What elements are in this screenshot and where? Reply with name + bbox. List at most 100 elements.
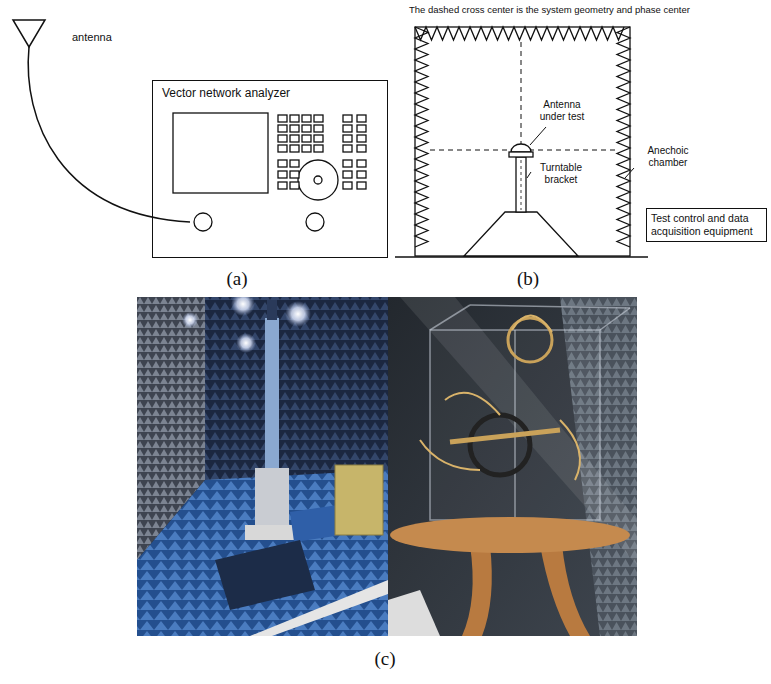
drawing-part xyxy=(527,172,531,178)
drawing-part xyxy=(357,160,366,167)
equipment-box: Test control and data acquisition equipm… xyxy=(646,208,767,242)
drawing-part xyxy=(302,115,311,122)
drawing-part xyxy=(137,297,388,636)
drawing-part xyxy=(182,312,198,328)
drawing-part xyxy=(298,160,338,200)
drawing-part xyxy=(13,20,45,47)
drawing-part xyxy=(285,301,311,327)
drawing-part xyxy=(302,135,311,142)
drawing-part xyxy=(278,160,287,167)
drawing-part xyxy=(521,160,522,210)
drawing-part xyxy=(278,125,287,132)
drawing-part xyxy=(28,47,190,222)
drawing-part xyxy=(430,305,470,330)
drawing-part xyxy=(343,171,352,178)
drawing-part xyxy=(245,525,300,540)
drawing-part xyxy=(314,135,323,142)
drawing-part xyxy=(290,160,299,167)
drawing-part xyxy=(530,127,546,145)
drawing-part xyxy=(343,145,352,152)
drawing-part xyxy=(290,505,342,542)
drawing-part xyxy=(278,182,287,189)
drawing-part xyxy=(255,468,289,528)
drawing-part xyxy=(306,213,324,231)
note-text: The dashed cross center is the system ge… xyxy=(409,4,767,15)
drawing-part xyxy=(470,415,530,475)
analyzer-panel xyxy=(173,113,366,231)
drawing-part xyxy=(430,330,600,520)
drawing-part xyxy=(430,305,630,520)
drawing-part xyxy=(314,115,323,122)
drawing-part xyxy=(388,297,637,636)
drawing-part xyxy=(509,152,533,157)
antenna-under-test xyxy=(509,144,533,157)
drawing-part xyxy=(194,213,212,231)
drawing-part xyxy=(314,125,323,132)
part-label: Anechoic chamber xyxy=(636,145,700,169)
node-text: Vector network analyzer xyxy=(162,86,378,101)
drawing-part xyxy=(343,135,352,142)
drawing-part xyxy=(290,135,299,142)
drawing-part xyxy=(390,517,630,553)
drawing-part xyxy=(516,157,526,212)
drawing-part xyxy=(265,318,279,478)
drawing-part xyxy=(290,115,299,122)
part-label: Antenna under test xyxy=(531,99,593,123)
antenna-symbol xyxy=(13,20,190,222)
panel-label: (a) xyxy=(212,268,262,291)
drawing-part xyxy=(173,113,268,193)
drawing-part xyxy=(343,125,352,132)
drawing-part xyxy=(357,182,366,189)
drawing-part xyxy=(290,125,299,132)
drawing-part xyxy=(357,145,366,152)
drawing-part xyxy=(625,168,634,178)
drawing-part xyxy=(278,135,287,142)
part-label: Turntable bracket xyxy=(532,162,590,186)
drawing-part xyxy=(314,145,323,152)
drawing-part xyxy=(464,212,578,256)
drawing-part xyxy=(420,315,580,480)
drawing-part xyxy=(415,27,624,40)
drawing-part xyxy=(314,176,322,184)
antenna-photo xyxy=(388,297,637,636)
panel-label: (b) xyxy=(503,268,553,291)
panel-label: (c) xyxy=(360,648,410,671)
drawing-part xyxy=(357,171,366,178)
drawing-part xyxy=(335,465,383,535)
drawing-part xyxy=(278,115,287,122)
drawing-part xyxy=(215,540,315,610)
anechoic-chamber xyxy=(415,27,630,256)
drawing-part xyxy=(343,160,352,167)
chamber-photo xyxy=(137,297,388,636)
drawing-part xyxy=(357,115,366,122)
drawing-part xyxy=(560,420,580,480)
drawing-part xyxy=(250,580,388,636)
drawing-part xyxy=(617,27,630,247)
drawing-part xyxy=(290,182,299,189)
node-text: Test control and data acquisition equipm… xyxy=(651,212,762,238)
drawing-part xyxy=(462,545,492,636)
drawing-part xyxy=(470,305,630,308)
drawing-part xyxy=(600,308,630,330)
drawing-part xyxy=(343,182,352,189)
analyzer-box: Vector network analyzer xyxy=(152,80,388,258)
part-label: antenna xyxy=(72,31,152,44)
drawing-part xyxy=(420,440,480,470)
drawing-part xyxy=(512,315,552,332)
drawing-part xyxy=(236,333,256,353)
drawing-part xyxy=(445,393,500,415)
drawing-part xyxy=(357,135,366,142)
drawing-part xyxy=(388,590,440,636)
drawing-part xyxy=(231,297,255,316)
drawing-part xyxy=(540,545,590,636)
drawing-part xyxy=(415,27,428,247)
drawing-part xyxy=(278,171,287,178)
dashed-axis xyxy=(521,42,522,145)
drawing-part xyxy=(450,430,560,442)
drawing-part xyxy=(302,125,311,132)
drawing-part xyxy=(290,171,299,178)
drawing-part xyxy=(343,115,352,122)
drawing-part xyxy=(511,144,531,152)
drawing-part xyxy=(302,145,311,152)
drawing-part xyxy=(290,145,299,152)
